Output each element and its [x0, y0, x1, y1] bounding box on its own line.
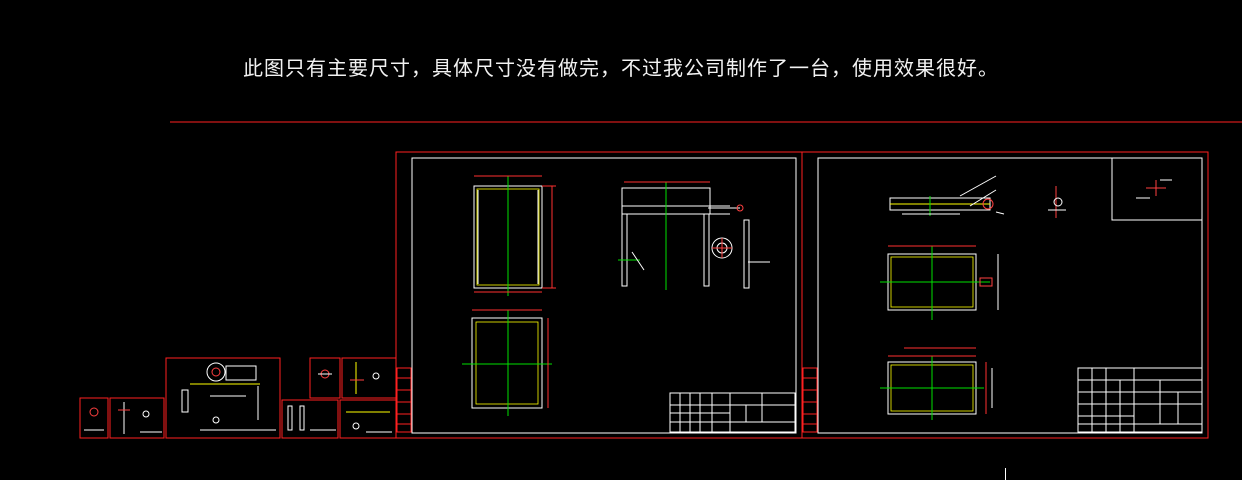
- plan-view-top[interactable]: [889, 175, 1005, 216]
- front-view[interactable]: [473, 175, 556, 296]
- sheet-2-title-block: [1077, 367, 1203, 433]
- thumbnail-sheet-7[interactable]: [339, 399, 397, 439]
- side-view[interactable]: [618, 181, 770, 290]
- sheet-1-side-labels: [396, 367, 412, 433]
- top-view[interactable]: [462, 309, 552, 416]
- thumbnail-sheet-4[interactable]: [309, 357, 341, 399]
- drawing-sheet-1[interactable]: [395, 151, 803, 439]
- thumbnail-sheet-1[interactable]: [79, 397, 109, 439]
- plan-view-middle[interactable]: [880, 245, 999, 320]
- plan-view-bottom[interactable]: [880, 347, 993, 420]
- annotation-note: 此图只有主要尺寸，具体尺寸没有做完，不过我公司制作了一台，使用效果很好。: [243, 56, 999, 80]
- thumbnail-sheet-2[interactable]: [109, 397, 165, 439]
- drawing-sheet-2[interactable]: [801, 151, 1209, 439]
- sheet-2-side-labels: [802, 367, 818, 433]
- detail-view[interactable]: [1111, 157, 1203, 221]
- sheet-1-title-block: [669, 392, 796, 433]
- bolt-detail[interactable]: [1048, 186, 1066, 218]
- thumbnail-sheet-6[interactable]: [281, 399, 339, 439]
- crosshair-cursor-icon: [1005, 468, 1006, 480]
- thumbnail-sheet-5[interactable]: [341, 357, 397, 399]
- thumbnail-sheet-3[interactable]: [165, 357, 281, 439]
